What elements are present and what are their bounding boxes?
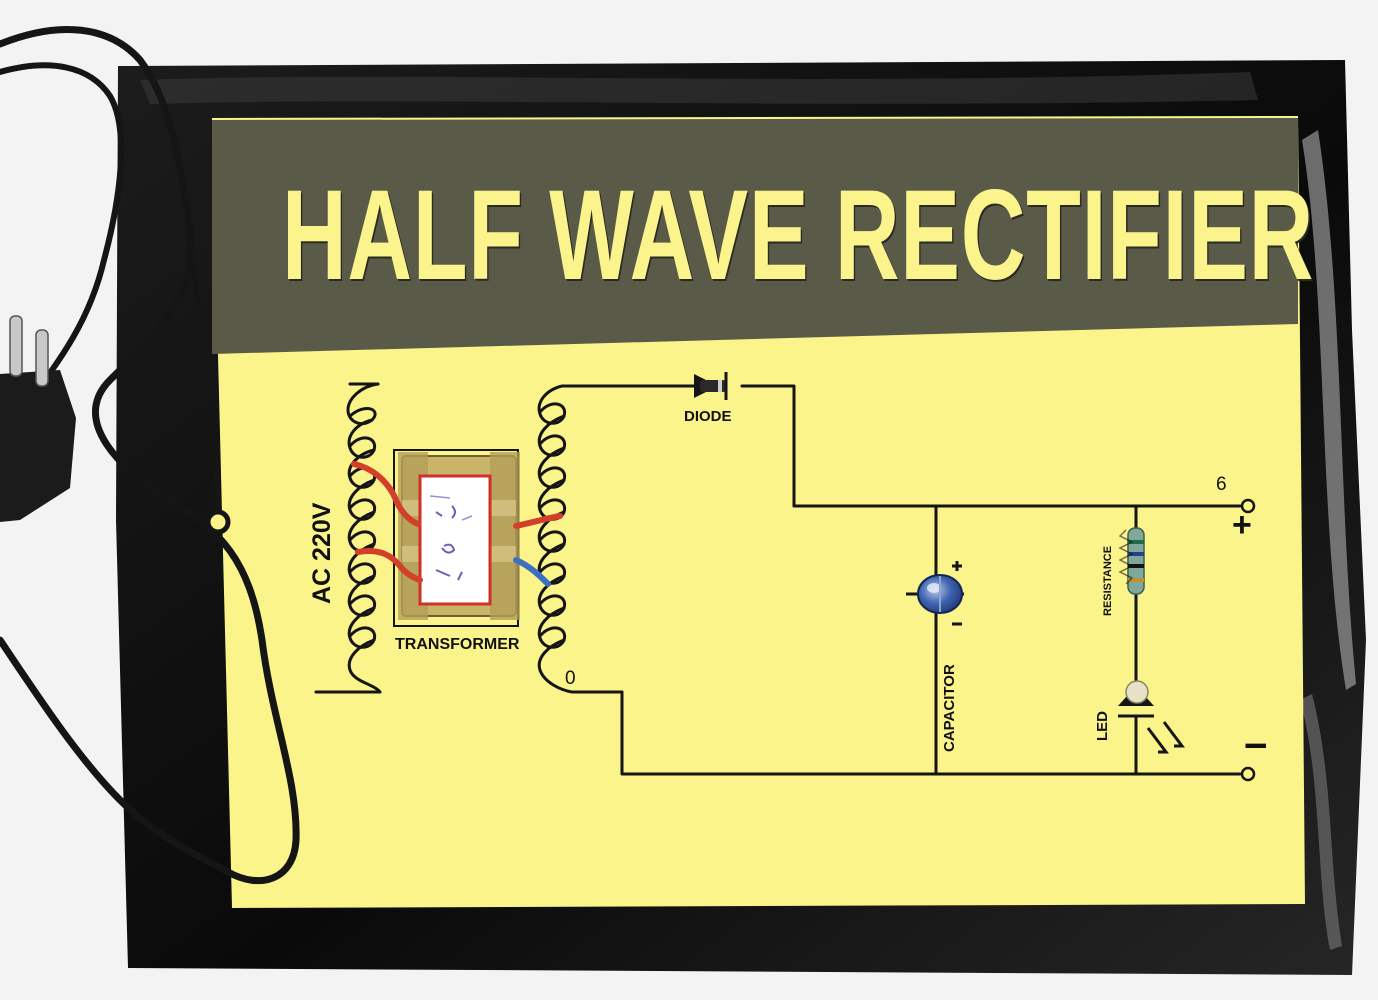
resistance-label: RESISTANCE xyxy=(1102,545,1114,616)
positive-terminal-label: + xyxy=(1232,506,1252,544)
diode-symbol-icon xyxy=(682,372,728,400)
cord-clip xyxy=(205,509,231,535)
plug-icon xyxy=(0,315,76,522)
board-glare-right-2 xyxy=(1300,694,1342,950)
negative-terminal-label: I xyxy=(1240,741,1273,750)
led-component-icon xyxy=(1118,680,1185,754)
power-cord xyxy=(0,26,300,884)
title-band xyxy=(212,118,1298,354)
diode-label: DIODE xyxy=(684,408,732,425)
secondary-zero-label: 0 xyxy=(565,668,576,689)
terminal-icon xyxy=(1240,766,1256,782)
capacitor-label: CAPACITOR xyxy=(941,664,958,752)
transformer-icon xyxy=(351,449,563,627)
led-label: LED xyxy=(1094,711,1111,741)
transformer-label: TRANSFORMER xyxy=(395,636,520,653)
board-glare-top xyxy=(140,72,1258,104)
output-top-mark: 6 xyxy=(1216,474,1227,495)
circuit-lines xyxy=(314,382,1242,776)
board-glare-right xyxy=(1302,130,1356,690)
capacitor-component-icon xyxy=(906,561,964,626)
board-title: HALF WAVE RECTIFIER xyxy=(282,164,1315,307)
resistor-component-icon xyxy=(1118,527,1145,595)
terminal-icon xyxy=(1240,498,1256,514)
ac-input-label: AC 220V xyxy=(308,502,336,604)
